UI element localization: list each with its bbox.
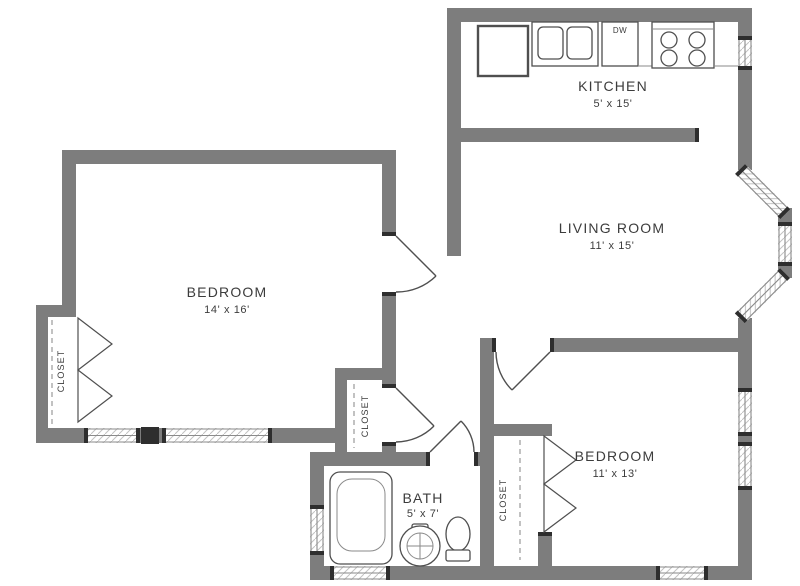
room-dims-kitchen: 5' x 15' — [594, 98, 633, 110]
bathroom-sink — [399, 523, 441, 567]
bedroom2-closet-bifold-doors — [543, 434, 577, 534]
bedroom2-side-window-upper — [738, 388, 752, 436]
bath-door — [429, 420, 475, 453]
kitchen-window — [738, 36, 752, 70]
bedroom2-door — [495, 351, 551, 391]
bedroom2-bottom-window — [656, 566, 708, 580]
bay-window-center — [778, 222, 792, 266]
bedroom1-bottom-window-right — [162, 428, 272, 443]
room-label-bedroom1: BEDROOM — [187, 284, 268, 300]
bath-bottom-window — [330, 566, 390, 580]
closet-label-bedroom2: CLOSET — [498, 479, 508, 522]
kitchen-sink — [531, 21, 599, 67]
walls — [36, 8, 792, 580]
room-label-bath: BATH — [402, 490, 443, 506]
room-label-kitchen: KITCHEN — [578, 78, 648, 94]
bay-window-upper — [735, 164, 791, 220]
closet-label-bedroom1: CLOSET — [56, 350, 66, 393]
bedroom2-side-window-lower — [738, 442, 752, 490]
refrigerator — [476, 24, 530, 78]
room-dims-bath: 5' x 7' — [407, 508, 439, 520]
bedroom1-door — [395, 235, 437, 293]
room-dims-bedroom1: 14' x 16' — [204, 304, 250, 316]
dishwasher-label: DW — [613, 26, 627, 35]
bay-window-lower — [734, 268, 790, 324]
closet-label-hall: CLOSET — [360, 395, 370, 438]
wall-pier — [141, 427, 159, 444]
room-dims-bedroom2: 11' x 13' — [593, 468, 638, 480]
dishwasher — [601, 21, 639, 67]
hall-closet-door — [395, 387, 435, 443]
toilet — [445, 516, 471, 562]
room-label-living: LIVING ROOM — [559, 220, 666, 236]
bedroom1-closet-bifold-doors — [77, 316, 113, 424]
room-dims-living: 11' x 15' — [590, 240, 635, 252]
bath-side-window — [310, 505, 324, 555]
room-label-bedroom2: BEDROOM — [575, 448, 656, 464]
bathtub — [329, 471, 393, 565]
bedroom1-bottom-window-left — [84, 428, 140, 443]
door-jamb-caps — [382, 128, 699, 536]
stove — [651, 21, 715, 69]
